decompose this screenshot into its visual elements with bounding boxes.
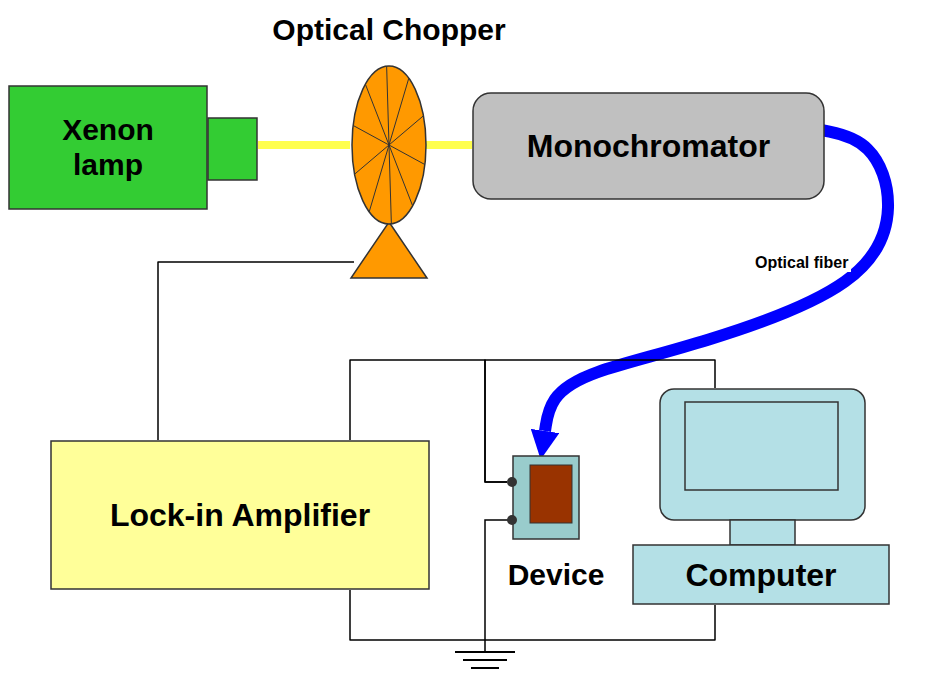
text-area: Monochromator (472, 92, 825, 200)
text-area: Xenon lamp (8, 85, 208, 210)
chopper-stand (351, 222, 427, 278)
device-holder (513, 456, 579, 539)
ground-symbol (471, 667, 499, 669)
edge-label: Optical fiber (752, 254, 851, 272)
device: Device (512, 455, 580, 540)
monitor-screen (685, 402, 838, 490)
monochromator-box: Monochromator (472, 92, 825, 200)
node-label: Xenon lamp (38, 113, 178, 182)
node-label: Device (505, 558, 608, 593)
optical-chopper: Optical Chopper (350, 65, 428, 280)
ground-symbol (455, 651, 515, 653)
device-sample (530, 465, 572, 523)
ground-symbol (463, 659, 507, 661)
text-area: Computer (632, 545, 890, 605)
chopper-wheel (352, 66, 426, 224)
signal-wire (158, 262, 354, 440)
device-terminal (507, 477, 517, 487)
node-label: Lock-in Amplifier (110, 497, 370, 534)
computer: Computer (632, 388, 890, 605)
monitor (660, 389, 865, 520)
chopper-blade (355, 116, 424, 174)
computer-base (633, 545, 889, 604)
text-area: Device (500, 555, 612, 595)
device-shape (512, 455, 580, 540)
node-label: Computer (685, 557, 836, 594)
optical-chopper-shape (350, 65, 428, 280)
lamp-housing (9, 86, 207, 209)
lamp-nozzle (208, 118, 257, 180)
device-terminal (507, 515, 517, 525)
box-outline (51, 441, 429, 589)
light-beam (258, 141, 350, 149)
light-beam (426, 141, 472, 149)
text-area: Optical Chopper (235, 9, 543, 51)
monitor-neck (730, 520, 795, 545)
node-label: Monochromator (527, 128, 771, 165)
node-label: Optical Chopper (272, 13, 505, 48)
lamp-box: Xenon lamp (8, 85, 258, 210)
text-area: Lock-in Amplifier (50, 440, 430, 590)
box-outline (473, 93, 824, 199)
lock-in-amplifier-box: Lock-in Amplifier (50, 440, 430, 590)
